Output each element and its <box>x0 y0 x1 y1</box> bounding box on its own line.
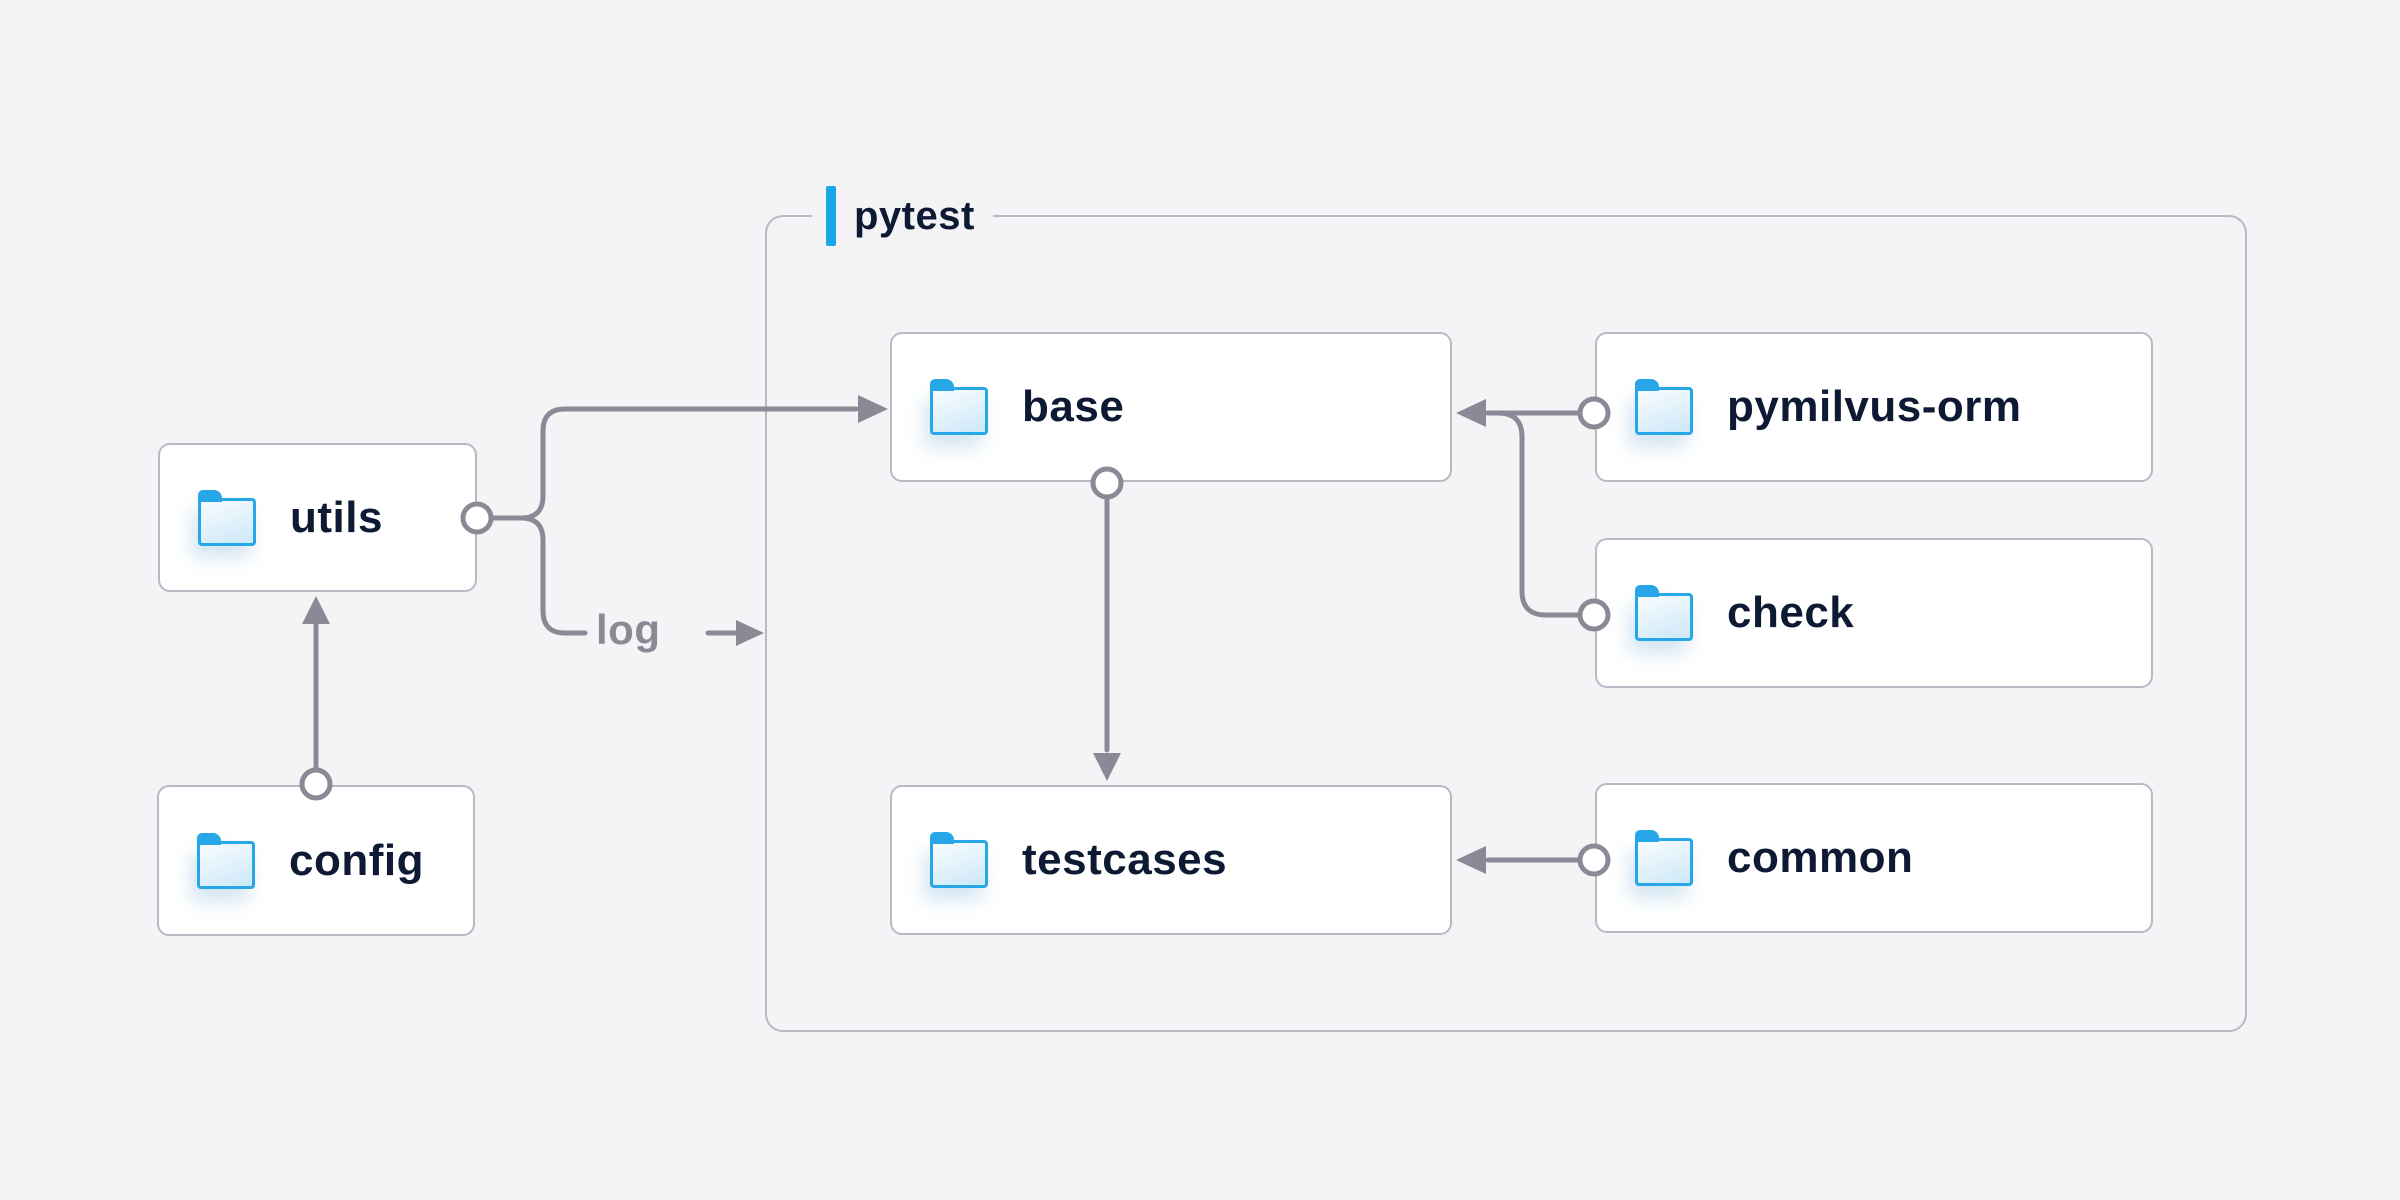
port-config <box>299 767 333 801</box>
node-check: check <box>1595 538 2153 688</box>
node-utils: utils <box>158 443 477 592</box>
accent-bar-icon <box>826 186 836 246</box>
node-common-label: common <box>1727 833 1914 882</box>
port-base <box>1090 466 1124 500</box>
node-common: common <box>1595 783 2153 933</box>
folder-icon <box>1635 379 1693 435</box>
arrowhead-pymilvus-base <box>1456 399 1486 427</box>
node-testcases-label: testcases <box>1022 835 1228 884</box>
node-base: base <box>890 332 1452 482</box>
port-utils <box>460 501 494 535</box>
port-check <box>1577 598 1611 632</box>
folder-icon <box>930 832 988 888</box>
node-config-label: config <box>289 835 424 885</box>
folder-icon <box>1635 585 1693 641</box>
port-pymilvus-orm <box>1577 396 1611 430</box>
node-pymilvus-orm-label: pymilvus-orm <box>1727 382 2022 431</box>
folder-icon <box>930 379 988 435</box>
edge-label-log: log <box>596 606 661 653</box>
arrowhead-config-utils <box>302 596 330 624</box>
pytest-group-box <box>765 215 2247 1032</box>
node-base-label: base <box>1022 382 1125 431</box>
folder-icon <box>198 489 256 546</box>
pytest-group-label: pytest <box>812 184 993 248</box>
folder-icon <box>197 832 255 889</box>
arrowhead-common-testcases <box>1456 846 1486 874</box>
edge-check-base <box>1485 410 1583 618</box>
node-utils-label: utils <box>290 492 383 542</box>
pytest-group-label-text: pytest <box>854 194 975 238</box>
node-check-label: check <box>1727 588 1855 637</box>
arrowhead-base-testcases <box>1093 753 1121 781</box>
edge-utils-base <box>488 406 859 521</box>
port-common <box>1577 843 1611 877</box>
node-testcases: testcases <box>890 785 1452 935</box>
folder-icon <box>1635 830 1693 886</box>
edge-utils-log <box>488 515 588 636</box>
arrowhead-utils-base <box>858 395 888 423</box>
arrowhead-log <box>736 620 764 646</box>
